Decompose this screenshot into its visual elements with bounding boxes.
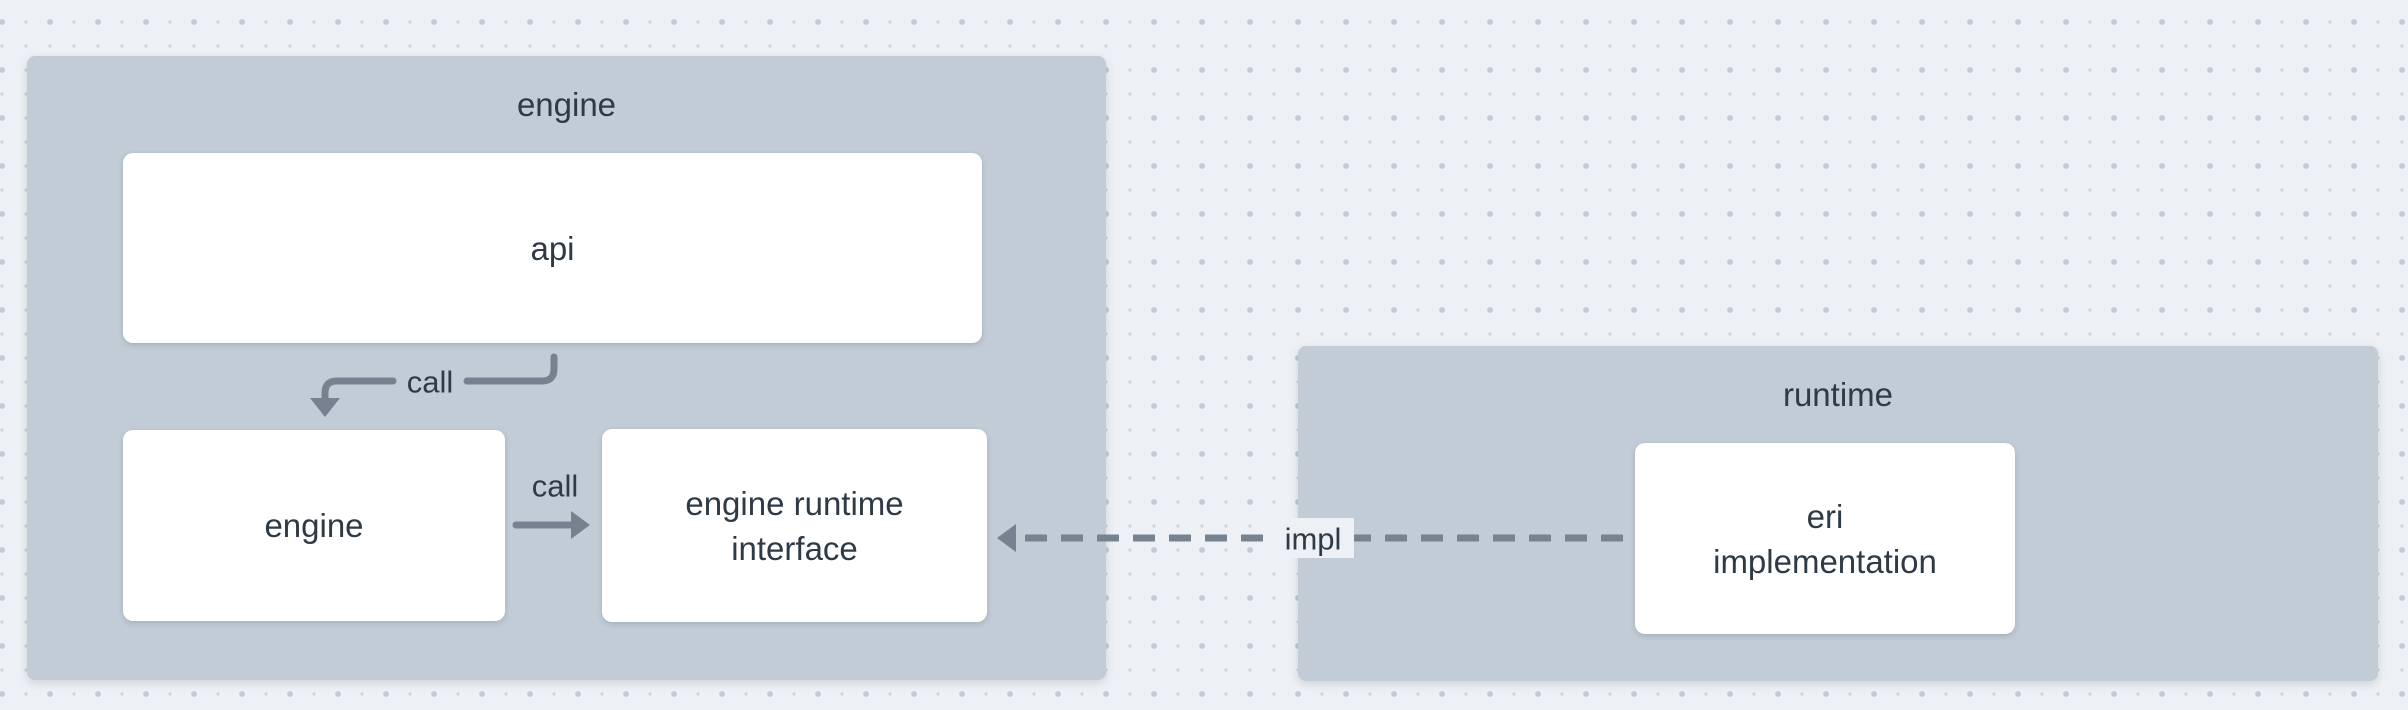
node-engine-runtime-interface: engine runtime interface [602, 429, 987, 622]
container-runtime-title: runtime [1782, 376, 1894, 413]
node-eri-implementation-label-line2: implementation [1713, 542, 1937, 580]
node-api: api [123, 153, 982, 343]
node-engine-label: engine [264, 507, 364, 544]
node-eri-implementation: eri implementation [1635, 443, 2015, 634]
node-api-label: api [530, 229, 575, 267]
node-engine: engine [123, 430, 505, 621]
node-eri-implementation-label-line1: eri [1806, 497, 1844, 535]
container-engine-title: engine [516, 86, 617, 123]
node-engine-runtime-interface-label-line1: engine runtime [685, 484, 904, 522]
node-engine-runtime-interface-label-line2: interface [731, 529, 858, 567]
